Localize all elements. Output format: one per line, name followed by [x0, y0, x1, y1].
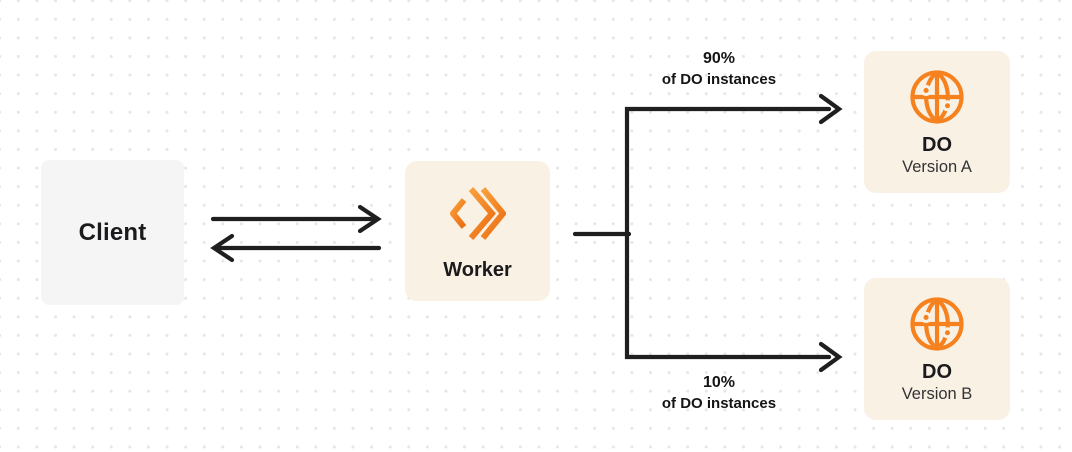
- branch-b-label: 10% of DO instances: [619, 372, 819, 414]
- worker-node: Worker: [405, 161, 550, 301]
- client-label: Client: [78, 218, 147, 246]
- branch-a-caption: of DO instances: [661, 71, 777, 88]
- worker-to-client-arrow: [210, 233, 382, 263]
- durable-object-globe-icon: [910, 70, 964, 124]
- do-version-b-node: DO Version B: [864, 278, 1010, 420]
- do-b-subtitle: Version B: [901, 385, 973, 404]
- worker-label: Worker: [443, 259, 512, 281]
- do-a-subtitle: Version A: [902, 158, 972, 177]
- branch-a-label: 90% of DO instances: [619, 48, 819, 90]
- client-node: Client: [41, 160, 184, 305]
- client-to-worker-arrow: [210, 204, 382, 234]
- durable-object-globe-icon: [910, 297, 964, 351]
- branch-arrow-version-a: [818, 93, 843, 125]
- workers-chevrons-icon: [449, 187, 506, 240]
- branch-b-caption: of DO instances: [661, 395, 777, 412]
- branch-arrow-version-b: [818, 341, 843, 373]
- branch-connector: [572, 106, 832, 360]
- branch-a-percent: 90%: [702, 50, 736, 67]
- do-b-title: DO: [922, 361, 952, 384]
- do-version-a-node: DO Version A: [864, 51, 1010, 193]
- branch-b-percent: 10%: [702, 374, 736, 391]
- do-a-title: DO: [922, 134, 952, 157]
